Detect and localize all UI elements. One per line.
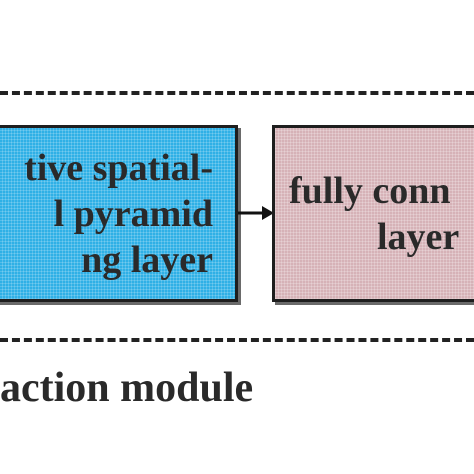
fully-connected-layer-box: fully conn layer	[272, 125, 474, 302]
module-border-top	[0, 91, 474, 95]
fc-box-line-1: fully conn	[289, 169, 451, 212]
module-label: action module	[0, 365, 254, 411]
pooling-layer-box: tive spatial- l pyramid ng layer	[0, 125, 238, 302]
fc-box-line-2: layer	[377, 215, 460, 258]
pool-box-line-2: l pyramid	[53, 192, 213, 235]
arrow-right-icon	[238, 206, 274, 220]
pool-box-line-3: ng layer	[81, 238, 213, 281]
module-border-bottom	[0, 338, 474, 342]
pool-box-line-1: tive spatial-	[24, 146, 213, 189]
